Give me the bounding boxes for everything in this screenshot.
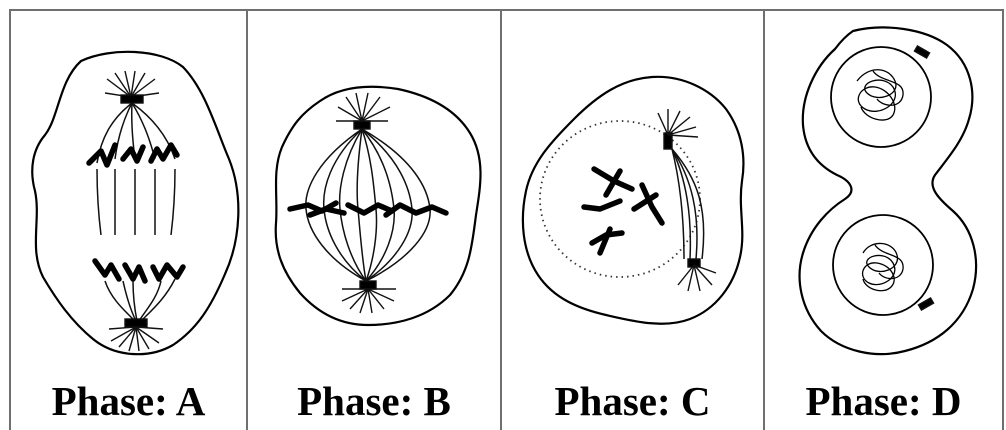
mitosis-phase-figure: Phase: A — [9, 9, 1004, 430]
centrosome-lower — [677, 258, 717, 292]
spindle-fibers-forming — [671, 148, 705, 260]
chromosomes-bottom — [92, 258, 186, 284]
nucleus-bottom — [832, 214, 934, 316]
phase-a-label: Phase: A — [51, 378, 206, 424]
phase-d-label: Phase: D — [805, 378, 962, 424]
phase-d-cell-drawing — [798, 26, 978, 356]
phase-a-cell-drawing — [31, 50, 240, 356]
spindle-fibers-top — [96, 102, 176, 236]
panel-phase-c: Phase: C — [500, 9, 763, 430]
chromosomes-top — [86, 142, 180, 168]
phase-c-cell-drawing — [521, 75, 745, 325]
panel-phase-d: Phase: D — [763, 9, 1004, 430]
centrosome-bottom — [108, 318, 164, 352]
centrosome-top — [336, 92, 391, 130]
panel-phase-a: Phase: A — [9, 9, 246, 430]
chromatin-top — [856, 69, 904, 121]
cell-membrane — [521, 75, 745, 325]
centrosome-upper — [657, 109, 699, 150]
spindle-fibers — [305, 128, 431, 282]
phase-c-label: Phase: C — [554, 378, 711, 424]
phase-b-label: Phase: B — [297, 378, 451, 424]
dividing-cell-membrane — [798, 26, 978, 356]
chromosomes — [581, 166, 665, 256]
nucleus-top — [830, 46, 932, 148]
centrosome-bottom — [341, 280, 396, 314]
centrosome-top — [104, 70, 160, 104]
chromatin-bottom — [861, 242, 904, 292]
cell-membrane — [274, 85, 482, 327]
figure-top-border — [9, 9, 1004, 11]
chromosomes-metaphase-plate — [287, 200, 449, 218]
centrioles-bottom — [917, 296, 935, 312]
panel-phase-b: Phase: B — [246, 9, 500, 430]
phase-b-cell-drawing — [274, 85, 482, 327]
spindle-fibers-bottom — [104, 278, 176, 322]
centrioles-top — [913, 44, 931, 60]
cell-membrane — [31, 50, 240, 356]
